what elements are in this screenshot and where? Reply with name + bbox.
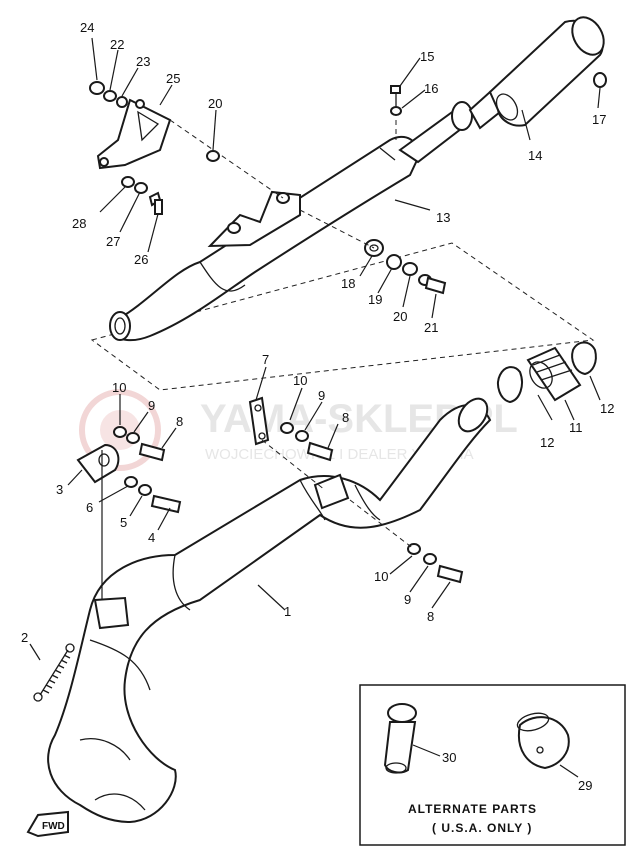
callout-15: 15 <box>420 49 434 64</box>
callout-24: 24 <box>80 20 94 35</box>
callout-2: 2 <box>21 630 28 645</box>
callout-22: 22 <box>110 37 124 52</box>
leader-lines <box>29 37 601 661</box>
callout-9a: 9 <box>148 398 155 413</box>
bracket-hardware <box>89 81 220 215</box>
callout-18: 18 <box>341 276 355 291</box>
bracket-7 <box>248 396 334 491</box>
callout-10b: 10 <box>293 373 307 388</box>
callout-numbers: 1 2 3 4 5 6 7 8 8 8 9 9 9 10 10 10 11 12… <box>21 20 614 793</box>
spring <box>33 643 75 702</box>
callout-25: 25 <box>166 71 180 86</box>
callout-8b: 8 <box>342 410 349 425</box>
fwd-arrow: FWD <box>26 810 69 838</box>
watermark-subtitle: WOJCIECHOWICZ I DEALER YAMAHA <box>205 446 474 463</box>
callout-9c: 9 <box>404 592 411 607</box>
callout-17: 17 <box>592 112 606 127</box>
callout-10a: 10 <box>112 380 126 395</box>
callout-27: 27 <box>106 234 120 249</box>
callout-30: 30 <box>442 750 456 765</box>
callout-12b: 12 <box>600 401 614 416</box>
muffler-group-outline <box>90 242 595 391</box>
callout-20b: 20 <box>393 309 407 324</box>
callout-29: 29 <box>578 778 592 793</box>
callout-6: 6 <box>86 500 93 515</box>
joint-clamps <box>497 341 597 404</box>
callout-4: 4 <box>148 530 155 545</box>
alternate-parts-title: ALTERNATE PARTS <box>408 802 537 816</box>
callout-1: 1 <box>284 604 291 619</box>
callout-3: 3 <box>56 482 63 497</box>
callout-7: 7 <box>262 352 269 367</box>
callout-16: 16 <box>424 81 438 96</box>
callout-26: 26 <box>134 252 148 267</box>
muffler <box>109 16 605 342</box>
callout-12a: 12 <box>540 435 554 450</box>
callout-5: 5 <box>120 515 127 530</box>
callout-21: 21 <box>424 320 438 335</box>
alternate-parts-subtitle: ( U.S.A. ONLY ) <box>432 821 532 835</box>
callout-11: 11 <box>569 420 583 435</box>
callout-19: 19 <box>368 292 382 307</box>
alternate-parts-box: ALTERNATE PARTS ( U.S.A. ONLY ) <box>359 684 626 846</box>
callout-28: 28 <box>72 216 86 231</box>
callout-9b: 9 <box>318 388 325 403</box>
callout-8a: 8 <box>176 414 183 429</box>
exhaust-pipe <box>47 397 492 824</box>
callout-23: 23 <box>136 54 150 69</box>
bracket-25 <box>96 98 172 170</box>
callout-13: 13 <box>436 210 450 225</box>
hardware-lower <box>349 499 464 584</box>
callout-8c: 8 <box>427 609 434 624</box>
callout-10c: 10 <box>374 569 388 584</box>
callout-20a: 20 <box>208 96 222 111</box>
fwd-label: FWD <box>42 821 65 832</box>
clamp-3 <box>76 426 182 600</box>
callout-14: 14 <box>528 148 542 163</box>
mount-hardware-top <box>390 72 607 140</box>
